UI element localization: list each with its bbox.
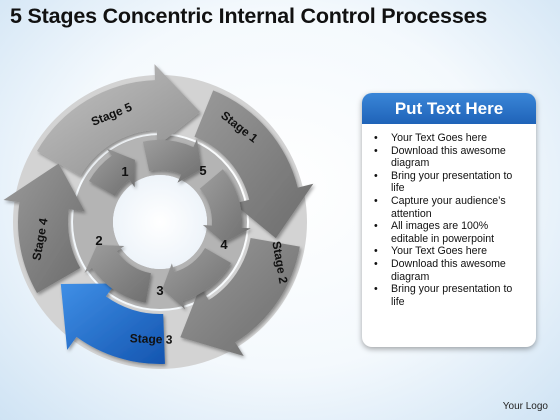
inner-arrow-2 [84, 244, 151, 303]
page-title: 5 Stages Concentric Internal Control Pro… [10, 4, 488, 28]
inner-number-1: 1 [121, 164, 128, 179]
stage-4-arrow [3, 163, 85, 293]
list-item: Bring your presentation to life [374, 170, 528, 195]
inner-number-3: 3 [156, 283, 163, 298]
inner-arrow-4 [199, 169, 251, 243]
center-hole [113, 175, 207, 269]
inner-number-2: 2 [95, 233, 102, 248]
list-item: Capture your audience’s attention [374, 195, 528, 220]
inner-arrow-3 [162, 248, 232, 310]
list-item: Your Text Goes here [374, 132, 528, 145]
stage-label-3: Stage 3 [130, 331, 173, 346]
list-item: Download this awesome diagram [374, 145, 528, 170]
stage-5-arrow [37, 64, 201, 176]
inner-arrow-1 [88, 148, 135, 196]
stage-2-arrow [180, 237, 300, 356]
inner-arrow-5 [142, 138, 202, 183]
list-item: All images are 100% editable in powerpoi… [374, 220, 528, 245]
panel-heading: Put Text Here [362, 93, 536, 124]
outer-stage-arrows [3, 64, 314, 364]
inner-numbered-arrows [84, 138, 251, 310]
stage-1-arrow [194, 90, 314, 239]
list-item: Bring your presentation to life [374, 283, 528, 308]
stage-3-arrow [60, 283, 165, 364]
list-item: Download this awesome diagram [374, 258, 528, 283]
panel-bullet-list: Your Text Goes here Download this awesom… [362, 124, 536, 308]
inner-number-5: 5 [199, 163, 206, 178]
text-panel: Put Text Here Your Text Goes here Downlo… [362, 93, 536, 347]
inner-number-4: 4 [220, 237, 228, 252]
logo-text: Your Logo [502, 401, 548, 412]
list-item: Your Text Goes here [374, 245, 528, 258]
